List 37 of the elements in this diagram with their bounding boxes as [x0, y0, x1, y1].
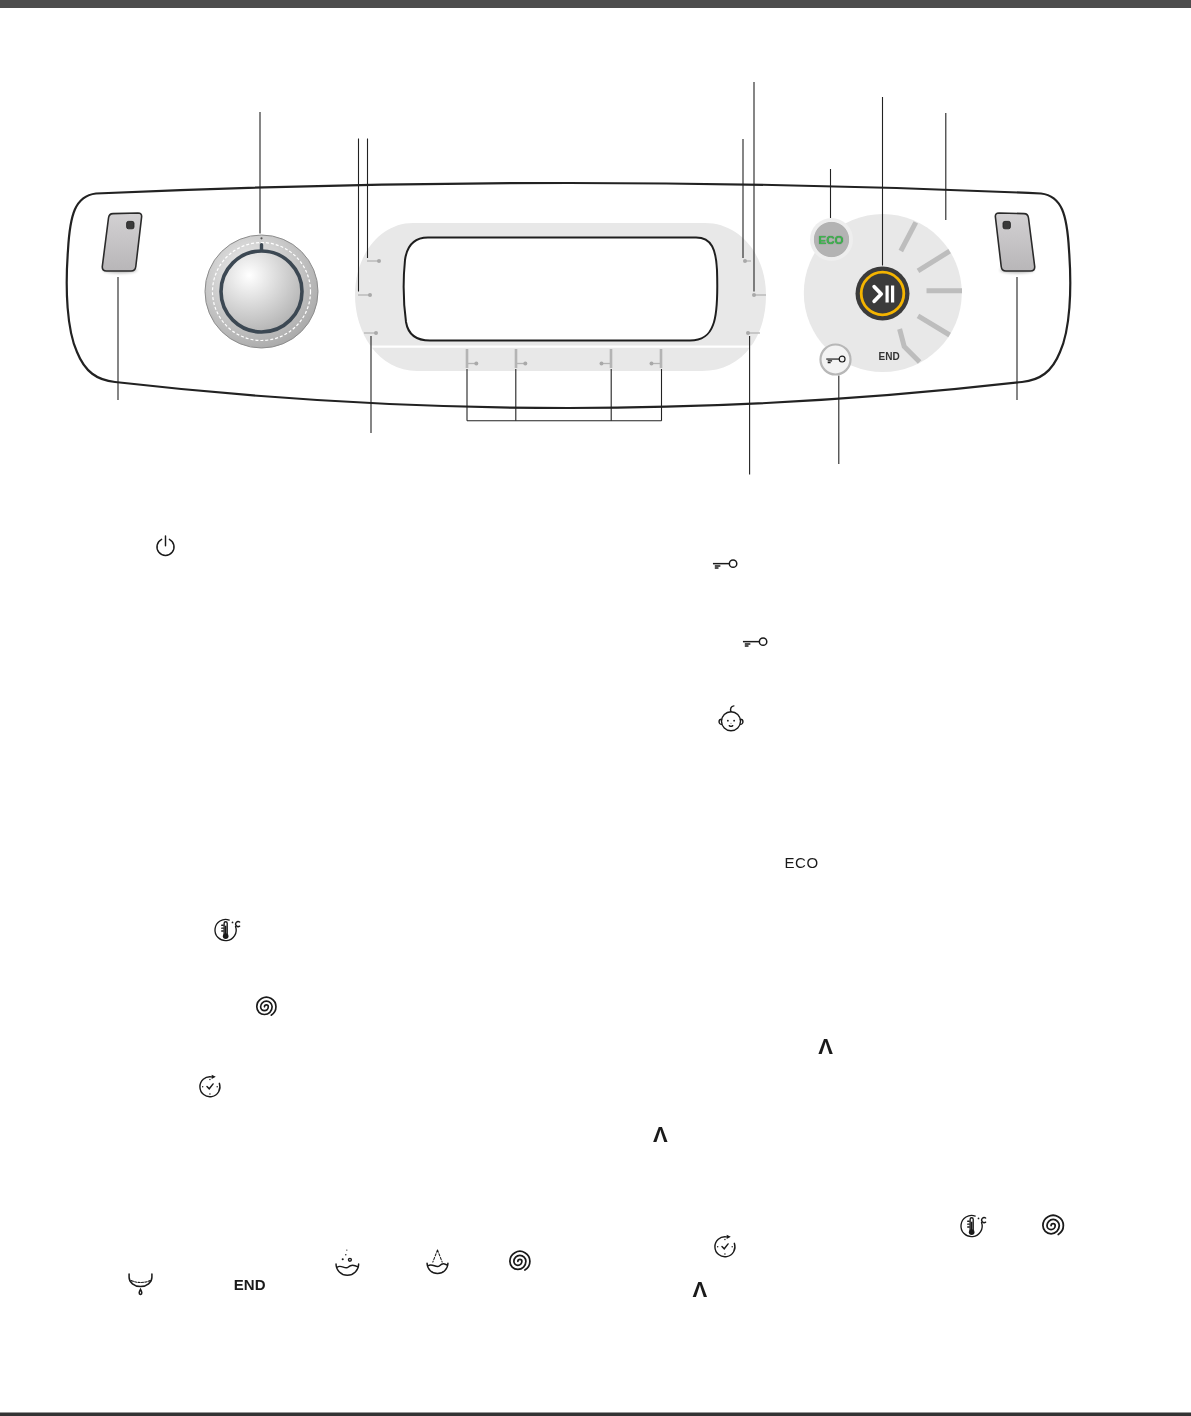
indicator-light — [745, 330, 761, 336]
end-label: END — [878, 351, 900, 362]
leader-line — [945, 112, 947, 221]
indicator-light — [742, 258, 752, 264]
indicator-light — [365, 258, 382, 264]
indicator-light — [751, 291, 767, 298]
indicator-light — [363, 330, 379, 336]
up-symbol: Λ — [653, 1124, 668, 1147]
indicator-light — [597, 348, 613, 369]
leader-line — [749, 335, 751, 476]
indicator-light — [647, 348, 663, 369]
leader-line — [259, 111, 261, 235]
leader-line — [610, 368, 612, 422]
leader-line — [117, 276, 119, 401]
start-pause-button — [855, 265, 910, 321]
rotary-knob — [204, 233, 319, 349]
up-symbol: Λ — [692, 1278, 708, 1301]
leader-line — [1016, 276, 1018, 401]
up-symbol: Λ — [818, 1035, 833, 1058]
leader-line — [742, 138, 744, 259]
leader-line — [370, 335, 372, 434]
indicator-light — [464, 348, 479, 369]
indicator-light — [513, 348, 528, 369]
indicator-light — [357, 291, 373, 298]
eco-label: ECO — [784, 854, 819, 870]
leader-line — [660, 368, 663, 422]
leader-line — [753, 81, 755, 293]
end-label: END — [233, 1276, 266, 1292]
leader-line — [366, 137, 369, 259]
leader-line — [357, 137, 360, 293]
leader-line — [829, 168, 832, 219]
leader-line — [838, 374, 840, 465]
leader-line — [466, 368, 468, 422]
key-button — [818, 342, 852, 376]
leader-line — [466, 420, 663, 422]
leader-line — [515, 368, 517, 422]
leader-line — [881, 96, 884, 267]
